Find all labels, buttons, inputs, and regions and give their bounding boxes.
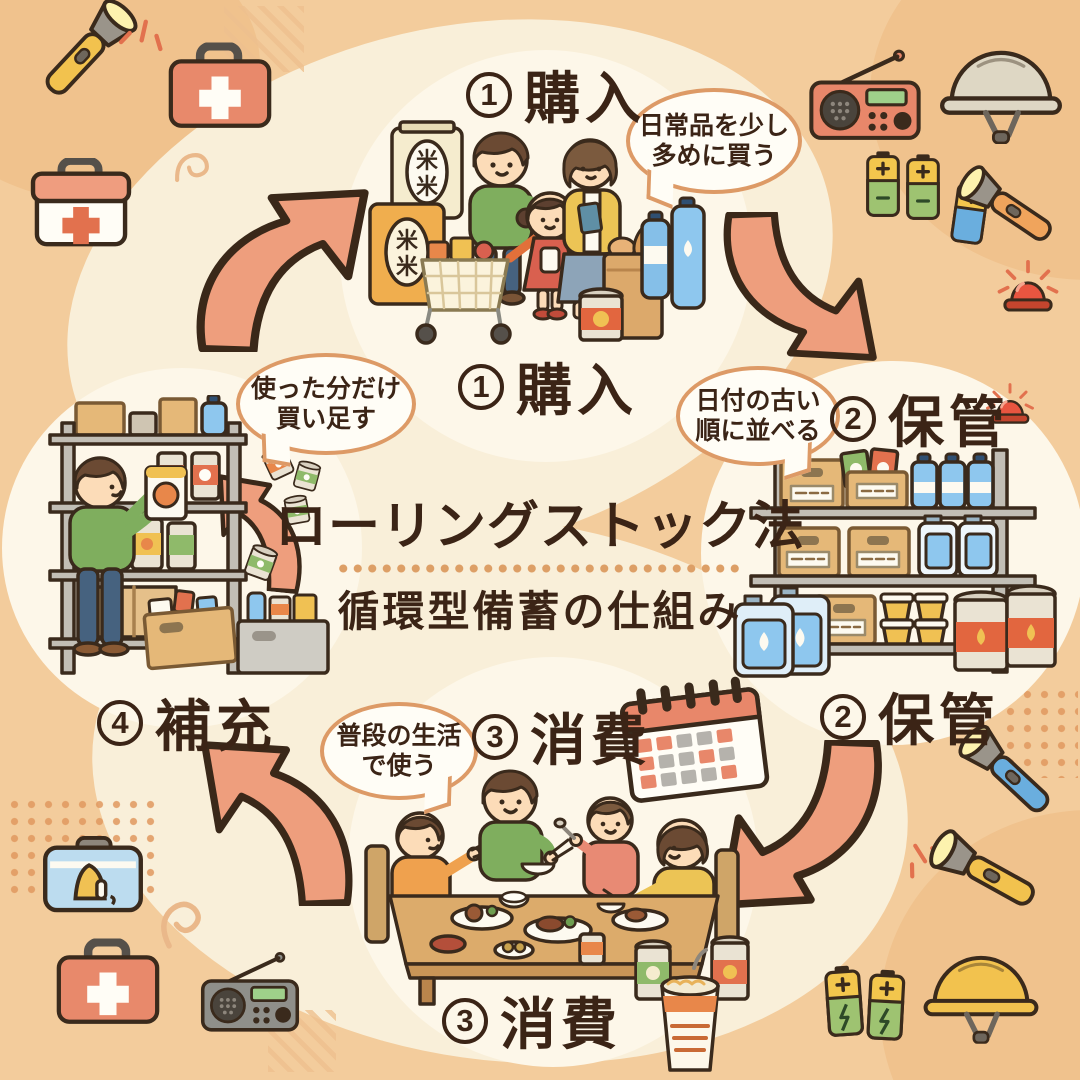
step1-label-text: 購入 [524, 67, 646, 130]
svg-text:米: 米 [396, 254, 419, 279]
canned-food-icon [578, 287, 624, 342]
battery-icon [823, 963, 865, 1038]
storage-box-icon [777, 526, 911, 578]
step2-label-text: 保管 [888, 391, 1010, 454]
bubble-text: 普段の生活 [336, 722, 462, 750]
girl-figure [553, 796, 640, 898]
bubble-text: 使った分だけ [250, 375, 401, 403]
step1-label-text: 購入 [516, 359, 638, 422]
storage-shelf-illustration [733, 447, 1057, 678]
calendar-icon [620, 676, 770, 803]
step3-number-badge: 3 [472, 713, 518, 760]
water-carrier-icon [43, 836, 143, 913]
step3-label-top: 3 消費 [472, 696, 652, 777]
storage-box-icon [74, 397, 198, 437]
step1-label-top: 1 購入 [466, 54, 646, 135]
dotted-divider [336, 563, 744, 574]
father-figure [478, 769, 574, 882]
arrow-step4-to-step1 [188, 188, 370, 352]
food-package-icon [144, 465, 188, 521]
radio-icon [806, 48, 924, 142]
bubble-text: 順に並べる [695, 417, 821, 445]
bubble-text: 日常品を少し [638, 112, 789, 140]
radio-icon [200, 951, 300, 1032]
cup-noodle-icon [660, 948, 720, 1072]
bubble-text: 多めに買う [651, 142, 777, 170]
bubble-text: 日付の古い [695, 387, 821, 415]
emergency-light-icon [997, 259, 1059, 312]
restock-scene-illustration [48, 395, 330, 675]
arrow-step1-to-step2 [716, 212, 878, 362]
battery-icon [906, 153, 940, 221]
bubble-text: 買い足す [275, 405, 376, 433]
step2-number-badge: 2 [830, 395, 876, 442]
helmet-icon [922, 938, 1040, 1044]
step3-label-text: 消費 [500, 993, 622, 1056]
water-jug-icon [733, 586, 831, 678]
step4-speech-bubble: 使った分だけ 買い足す [236, 353, 416, 467]
step3-number-badge: 3 [442, 997, 488, 1044]
tableware [429, 890, 669, 966]
instant-cup-icon [879, 592, 949, 648]
step4-label-text: 補充 [155, 695, 277, 758]
step2-number-badge: 2 [820, 693, 866, 740]
storage-box-icon [845, 470, 909, 510]
canned-food-icon [710, 935, 750, 1001]
step2-label-top: 2 保管 [830, 378, 1010, 459]
man-figure [68, 456, 166, 657]
step3-speech-bubble: 普段の生活 で使う [320, 702, 478, 815]
battery-icon [866, 150, 900, 218]
bubble-text: で使う [361, 752, 437, 780]
canned-food-icon [953, 584, 1057, 672]
supply-box-icon [142, 589, 238, 671]
step4-label: 4 補充 [97, 682, 277, 763]
step1-number-badge: 1 [466, 71, 512, 118]
step2-speech-bubble: 日付の古い 順に並べる [676, 366, 840, 481]
svg-text:米: 米 [416, 174, 439, 199]
water-bottle-icon [200, 395, 228, 437]
step2-label-text: 保管 [878, 689, 1000, 752]
shopping-scene-illustration: 米 米 米 米 [368, 120, 706, 345]
poster-title: ローリングストック法 [274, 498, 806, 556]
step3-label-bottom: 3 消費 [442, 980, 622, 1061]
instant-food-icons [634, 935, 750, 1072]
water-bottle-icon [640, 196, 706, 310]
step1-speech-bubble: 日常品を少し 多めに買う [626, 88, 802, 210]
rice-bag-icon: 米 米 [390, 120, 464, 220]
water-bottle-icon [910, 452, 995, 510]
step2-label-bottom: 2 保管 [820, 676, 1000, 757]
poster-subtitle: 循環型備蓄の仕組み [337, 588, 743, 635]
first-aid-box-icon [30, 158, 132, 252]
step4-number-badge: 4 [97, 699, 143, 746]
step1-number-badge: 1 [458, 363, 504, 410]
svg-text:米: 米 [416, 148, 439, 173]
step3-label-text: 消費 [530, 709, 652, 772]
first-aid-kit-icon [168, 42, 272, 130]
bubble-tail [261, 433, 291, 467]
battery-icon [866, 967, 907, 1042]
svg-text:米: 米 [396, 228, 419, 253]
water-pack-icon [917, 514, 999, 578]
step1-label-bottom: 1 購入 [458, 346, 638, 427]
first-aid-kit-icon [56, 936, 160, 1028]
supply-box-icon [236, 591, 330, 675]
helmet-icon [938, 32, 1064, 144]
